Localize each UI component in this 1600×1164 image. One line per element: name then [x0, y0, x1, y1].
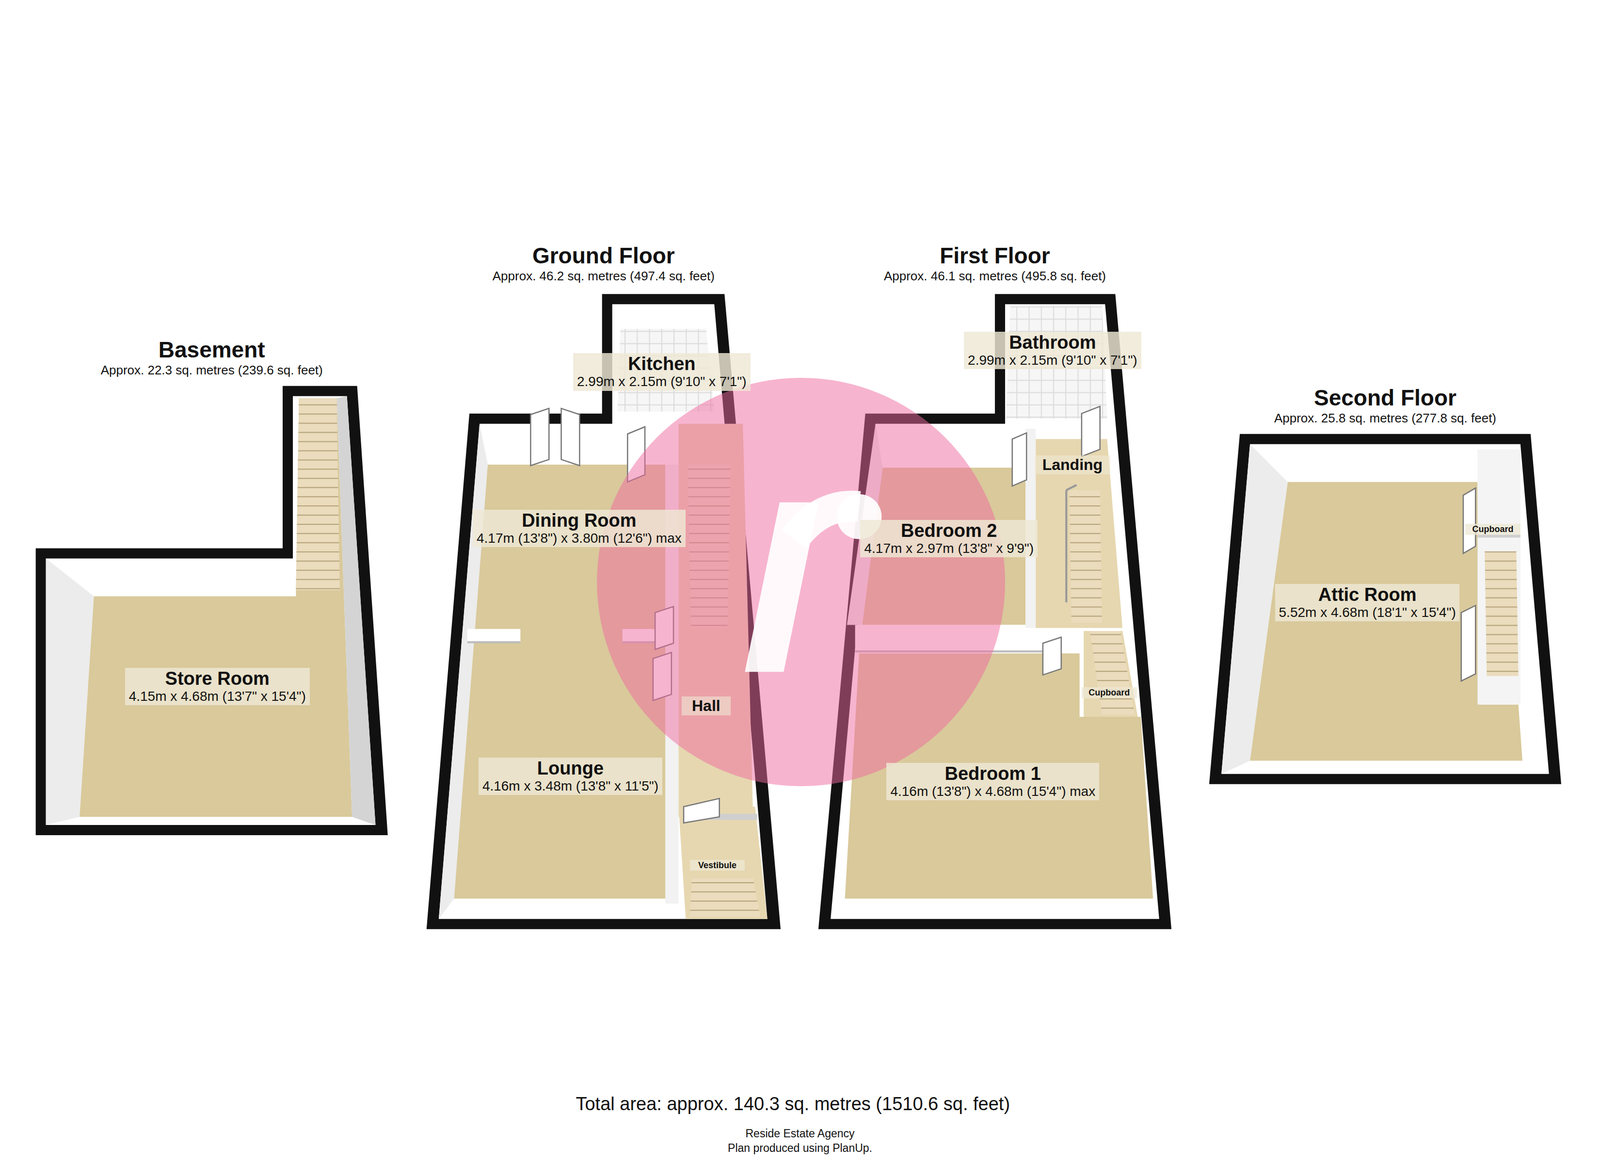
small-area-name: Cupboard: [1466, 524, 1520, 535]
small-area-name: Vestibule: [690, 860, 745, 871]
room-dimensions: 2.99m x 2.15m (9'10" x 7'1"): [965, 352, 1140, 368]
room-name: Dining Room: [474, 510, 684, 531]
area-name: Landing: [1036, 456, 1109, 474]
room-dimensions: 4.16m x 3.48m (13'8" x 11'5"): [480, 778, 661, 794]
room-name: Lounge: [480, 758, 661, 779]
area-label: Landing: [1034, 455, 1111, 475]
room-label: Dining Room4.17m (13'8") x 3.80m (12'6")…: [472, 509, 686, 547]
cupboard-label: Vestibule: [689, 859, 746, 871]
room-name: Kitchen: [575, 353, 749, 374]
floor-area: Approx. 25.8 sq. metres (277.8 sq. feet): [1274, 410, 1497, 426]
floor-heading: Second Floor: [1313, 384, 1457, 411]
floor-level: First FloorApprox. 46.1 sq. metres (495.…: [816, 242, 1174, 931]
room-name: Bedroom 2: [862, 520, 1036, 541]
room-dimensions: 4.17m x 2.97m (13'8" x 9'9"): [862, 540, 1036, 557]
floor-area: Approx. 46.1 sq. metres (495.8 sq. feet): [883, 268, 1106, 284]
floor-level: BasementApprox. 22.3 sq. metres (239.6 s…: [33, 336, 390, 838]
cupboard-label: Cupboard: [1081, 687, 1137, 699]
room-name: Bedroom 1: [888, 763, 1098, 784]
room-label: Bathroom2.99m x 2.15m (9'10" x 7'1"): [963, 331, 1142, 369]
total-area: Total area: approx. 140.3 sq. metres (15…: [575, 1093, 1010, 1115]
room-name: Bathroom: [965, 332, 1140, 353]
area-name: Hall: [683, 697, 729, 715]
agent-credit: Reside Estate Agency: [745, 1126, 855, 1140]
agent-credit: Plan produced using PlanUp.: [727, 1141, 873, 1155]
room-label: Bedroom 14.16m (13'8") x 4.68m (15'4") m…: [886, 762, 1100, 800]
floor-area: Approx. 22.3 sq. metres (239.6 sq. feet): [100, 362, 323, 378]
room-label: Store Room4.15m x 4.68m (13'7" x 15'4"): [125, 667, 310, 705]
room-dimensions: 4.17m (13'8") x 3.80m (12'6") max: [474, 530, 684, 546]
floor-heading: First Floor: [939, 242, 1050, 269]
cupboard-label: Cupboard: [1465, 523, 1521, 535]
room-label: Attic Room5.52m x 4.68m (18'1" x 15'4"): [1275, 583, 1460, 622]
room-dimensions: 5.52m x 4.68m (18'1" x 15'4"): [1277, 604, 1458, 621]
floor-area: Approx. 46.2 sq. metres (497.4 sq. feet): [492, 268, 715, 284]
room-dimensions: 4.16m (13'8") x 4.68m (15'4") max: [888, 783, 1098, 800]
room-label: Bedroom 24.17m x 2.97m (13'8" x 9'9"): [860, 519, 1038, 558]
floor-heading: Basement: [158, 336, 266, 363]
room-name: Store Room: [127, 668, 308, 689]
small-area-name: Cupboard: [1082, 687, 1136, 698]
room-name: Attic Room: [1277, 584, 1458, 605]
room-label: Kitchen2.99m x 2.15m (9'10" x 7'1"): [573, 352, 751, 391]
room-dimensions: 4.15m x 4.68m (13'7" x 15'4"): [127, 688, 308, 704]
floor-level: Ground FloorApprox. 46.2 sq. metres (497…: [424, 242, 784, 931]
area-label: Hall: [681, 696, 731, 716]
room-label: Lounge4.16m x 3.48m (13'8" x 11'5"): [478, 757, 663, 795]
floor-heading: Ground Floor: [532, 242, 675, 269]
floor-level: Second FloorApprox. 25.8 sq. metres (277…: [1207, 384, 1564, 786]
room-dimensions: 2.99m x 2.15m (9'10" x 7'1"): [575, 373, 749, 390]
